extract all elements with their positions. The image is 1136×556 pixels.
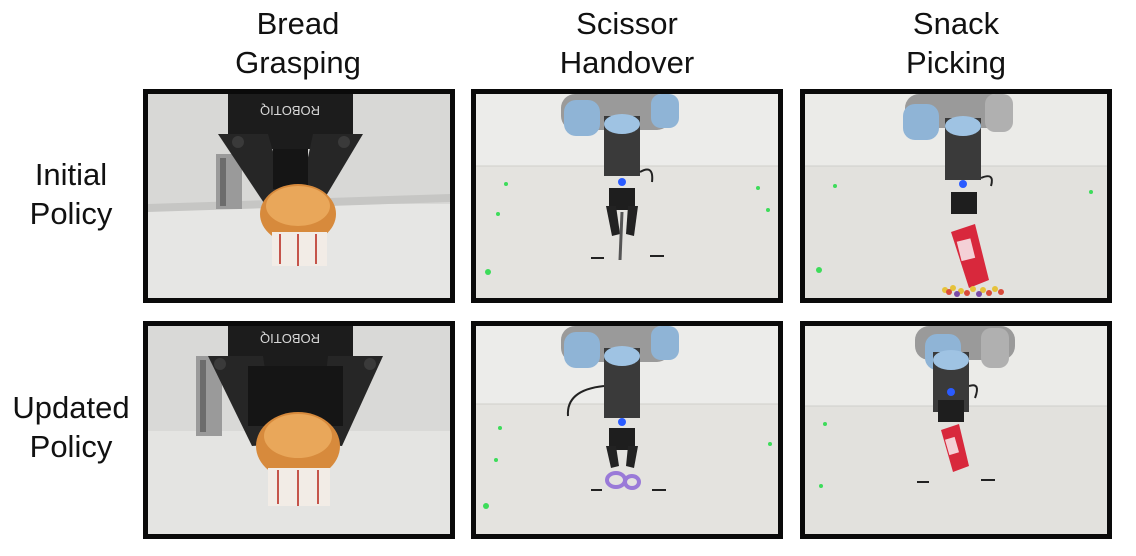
gripper-logo-text: ROBOTIQ	[260, 103, 320, 118]
photo-snack-picking-updated	[800, 321, 1112, 539]
photo-scissor-handover-initial	[471, 89, 783, 303]
photo-bread-grasping-updated: ROBOTIQ	[143, 321, 455, 539]
column-title-scissor-handover: Scissor Handover	[559, 6, 695, 80]
gripper-logo-text-2: ROBOTIQ	[260, 331, 320, 346]
photo-snack-picking-initial	[800, 89, 1112, 303]
photo-scissor-handover-updated	[471, 321, 783, 539]
column-title-bread-grasping: Bread Grasping	[235, 6, 361, 80]
row-title-updated-policy: Updated Policy	[12, 390, 130, 464]
column-title-snack-picking: Snack Picking	[906, 6, 1006, 80]
photo-bread-grasping-initial: ROBOTIQ	[143, 89, 455, 303]
row-title-initial-policy: Initial Policy	[29, 157, 113, 231]
